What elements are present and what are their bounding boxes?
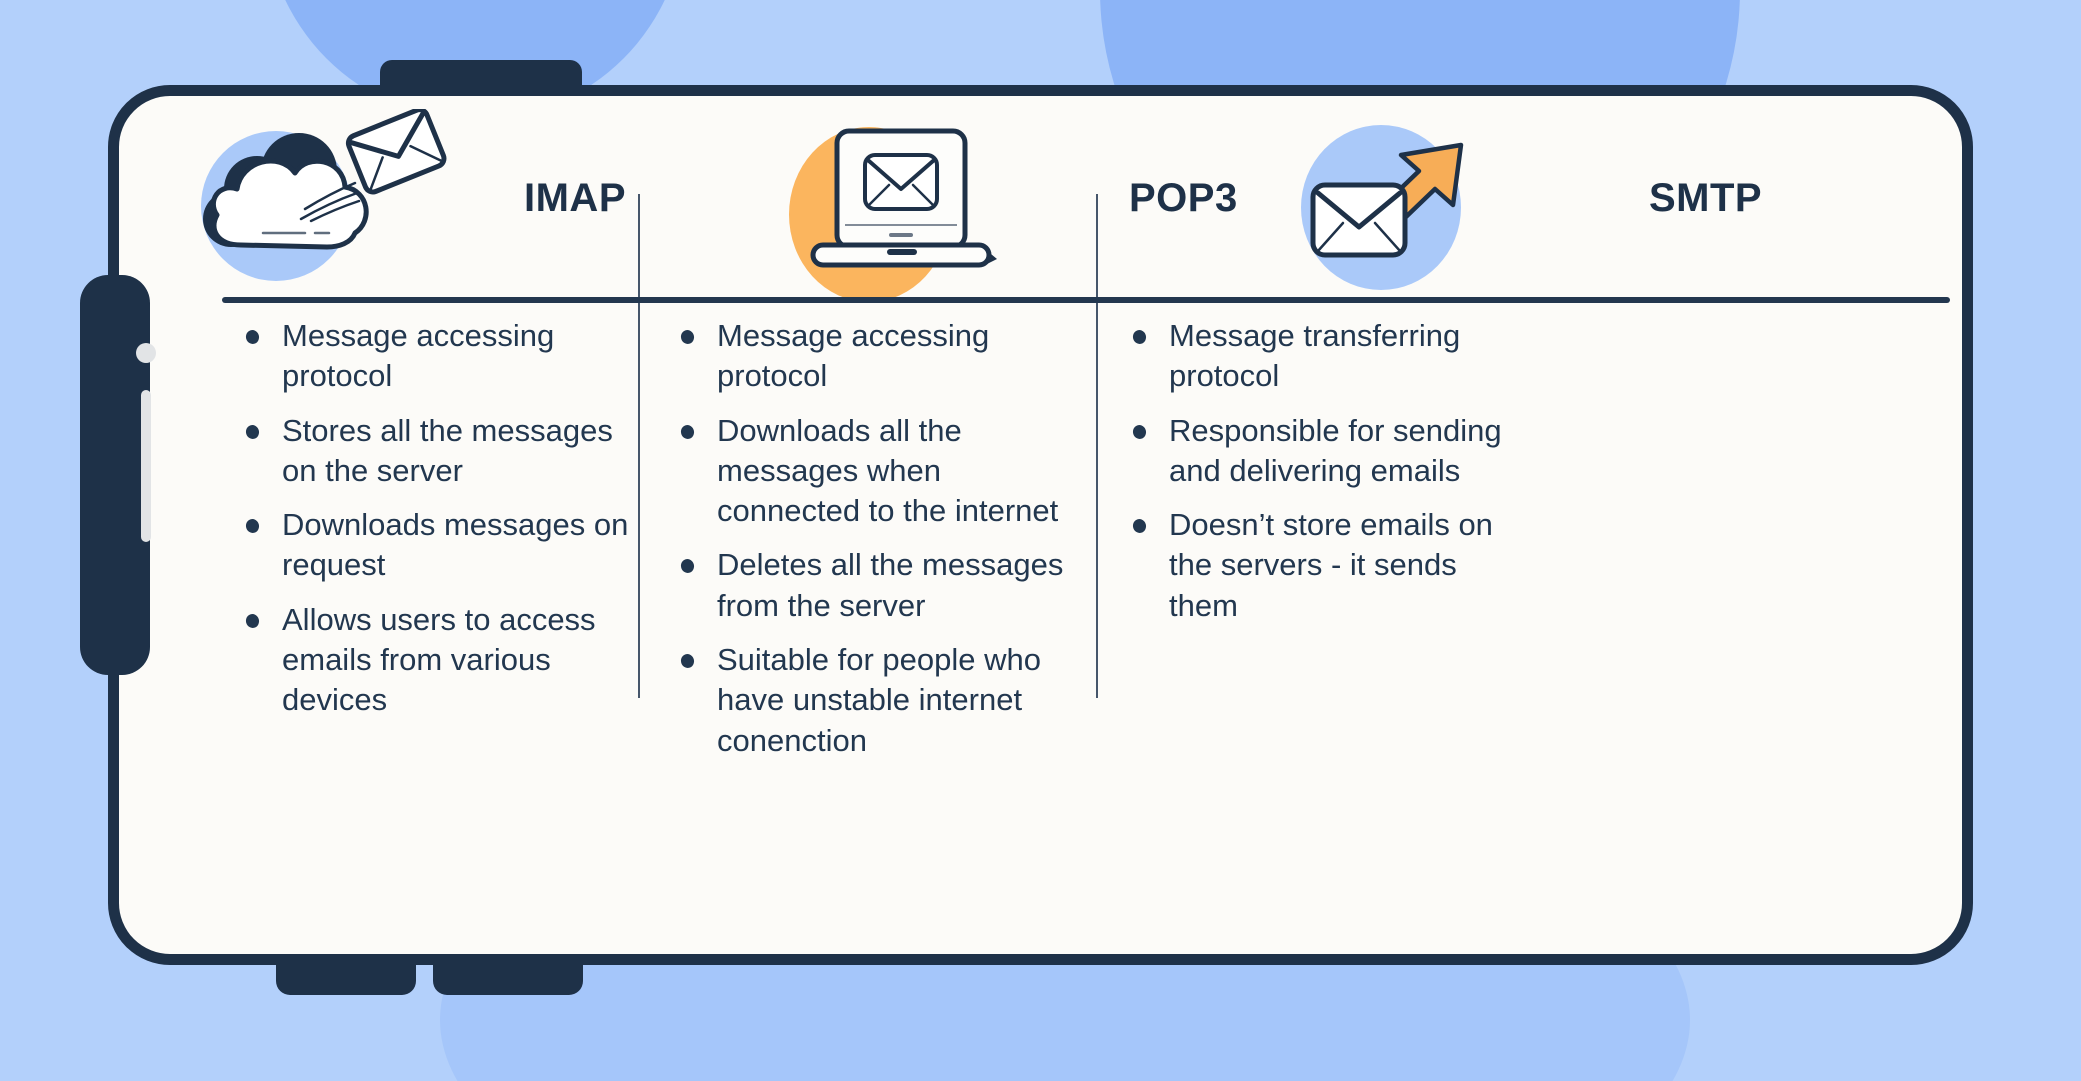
column-divider-1: [638, 194, 640, 698]
column-imap: Message accessing protocol Stores all th…: [232, 316, 632, 735]
cloud-mail-icon: [179, 108, 469, 289]
protocol-header-pop3: POP3: [789, 96, 1349, 302]
bullet-list-imap: Message accessing protocol Stores all th…: [232, 316, 632, 721]
list-item: Allows users to access emails from vario…: [232, 600, 632, 721]
list-item: Suitable for people who have unstable in…: [667, 640, 1085, 761]
list-item: Message accessing protocol: [667, 316, 1085, 397]
bullet-list-pop3: Message accessing protocol Downloads all…: [667, 316, 1085, 761]
list-item: Message accessing protocol: [232, 316, 632, 397]
phone-screen: IMAP: [119, 96, 1962, 954]
protocol-title-imap: IMAP: [524, 176, 626, 220]
screen-content: IMAP: [119, 96, 1962, 954]
envelope-arrow-icon: [1279, 109, 1569, 290]
protocol-header-smtp: SMTP: [1279, 96, 1839, 301]
protocol-header-imap: IMAP: [179, 96, 739, 301]
earpiece-speaker-icon: [141, 390, 151, 542]
envelope-arrow-art: [1310, 142, 1464, 257]
column-divider-2: [1096, 194, 1098, 698]
list-item: Deletes all the messages from the server: [667, 545, 1085, 626]
list-item: Downloads all the messages when connecte…: [667, 411, 1085, 532]
list-item: Downloads messages on request: [232, 505, 632, 586]
cloud-mail-art: [203, 108, 447, 249]
bullet-list-smtp: Message transferring protocol Responsibl…: [1119, 316, 1519, 626]
header-divider-rule: [222, 297, 1950, 303]
list-item: Doesn’t store emails on the servers - it…: [1119, 505, 1519, 626]
column-pop3: Message accessing protocol Downloads all…: [667, 316, 1085, 775]
front-camera-icon: [136, 343, 156, 363]
column-smtp: Message transferring protocol Responsibl…: [1119, 316, 1519, 640]
laptop-mail-icon: [789, 109, 1079, 302]
laptop-mail-art: [810, 128, 997, 267]
list-item: Stores all the messages on the server: [232, 411, 632, 492]
protocol-title-pop3: POP3: [1129, 176, 1238, 220]
phone-device: IMAP: [80, 60, 1973, 995]
phone-side-housing: [80, 275, 150, 675]
protocol-title-smtp: SMTP: [1649, 176, 1763, 220]
list-item: Responsible for sending and delivering e…: [1119, 411, 1519, 492]
list-item: Message transferring protocol: [1119, 316, 1519, 397]
protocol-header-row: IMAP: [119, 96, 1962, 302]
